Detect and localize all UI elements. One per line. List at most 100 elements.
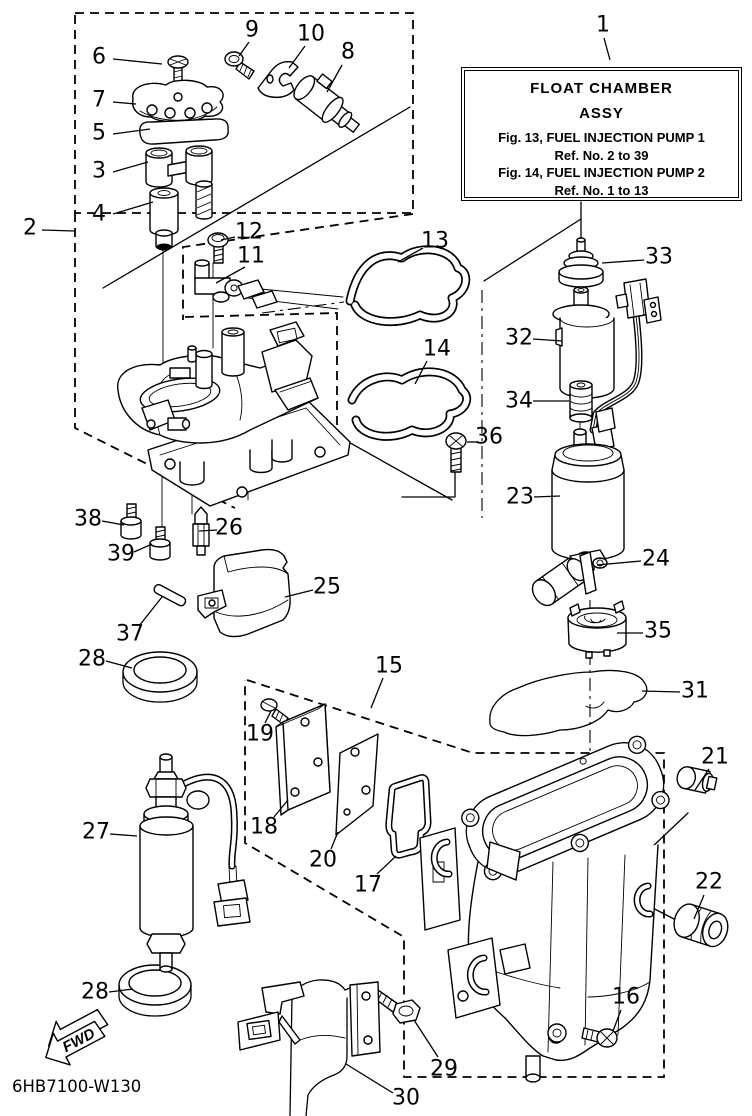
leader-line-24-23 — [596, 560, 642, 566]
callout-39-39: 39 — [107, 542, 135, 567]
fitting-26 — [192, 506, 210, 556]
leader-line-4-3 — [112, 201, 154, 215]
callout-37-37: 37 — [116, 622, 144, 647]
callout-15-14: 15 — [375, 654, 403, 679]
screw-12 — [207, 232, 229, 264]
stud-bolt — [195, 180, 213, 220]
screw-36 — [445, 432, 467, 473]
leader-line-30-30 — [345, 1063, 394, 1094]
callout-16-15: 16 — [612, 985, 640, 1010]
leader-line-37-37 — [138, 596, 163, 627]
callout-23-22: 23 — [506, 485, 534, 510]
pump-body — [117, 321, 351, 507]
leader-line-7-6 — [112, 101, 137, 105]
screw-9 — [224, 51, 255, 80]
gasket-5 — [139, 118, 229, 145]
leader-line-10-9 — [288, 45, 306, 69]
callout-8-7: 8 — [341, 40, 355, 65]
cover-25 — [197, 548, 291, 638]
callout-2-1: 2 — [23, 216, 37, 241]
callout-18-17: 18 — [250, 815, 278, 840]
callout-12-11: 12 — [235, 220, 263, 245]
float-chamber-housing — [419, 735, 670, 1083]
callout-24-23: 24 — [642, 547, 670, 572]
callout-4-3: 4 — [92, 202, 106, 227]
callout-30-30: 30 — [392, 1086, 420, 1111]
filter-32 — [552, 286, 615, 399]
callout-28-28: 28 — [81, 980, 109, 1005]
leader-line-6-5 — [112, 58, 163, 65]
cover-30 — [237, 979, 381, 1116]
screw-16 — [547, 1023, 618, 1048]
callout-1-0: 1 — [596, 13, 610, 38]
leader-line-26-25 — [198, 529, 218, 532]
leader-line-3-2 — [112, 161, 149, 173]
plate-20 — [335, 733, 379, 836]
gasket-17 — [385, 774, 432, 859]
bolt-29 — [373, 989, 421, 1024]
callout-36-36: 36 — [475, 425, 503, 450]
info-box-subtitle: ASSY — [579, 105, 624, 122]
callout-22-21: 22 — [695, 870, 723, 895]
leader-line-17-16 — [376, 855, 397, 875]
callout-3-2: 3 — [92, 159, 106, 184]
fwd-arrow: FWD — [45, 1008, 109, 1066]
fuel-pump-27 — [139, 753, 251, 973]
info-box: FLOAT CHAMBER ASSY Fig. 13, FUEL INJECTI… — [461, 67, 742, 201]
outlet-24 — [531, 549, 608, 607]
callout-29-29: 29 — [430, 1057, 458, 1082]
part-code: 6HB7100-W130 — [12, 1077, 141, 1096]
fuel-pump-23 — [551, 278, 662, 571]
leader-line-16-15 — [612, 1009, 622, 1032]
callout-9-8: 9 — [245, 18, 259, 43]
info-box-ref-line: Ref. No. 2 to 39 — [554, 147, 649, 163]
leader-line-5-4 — [112, 128, 151, 135]
callout-7-6: 7 — [92, 88, 106, 113]
plug-21 — [676, 766, 718, 794]
screw-38 — [120, 503, 142, 540]
leader-line-22-21 — [693, 894, 705, 920]
callout-21-20: 21 — [701, 745, 729, 770]
info-box-ref-line: Fig. 14, FUEL INJECTION PUMP 2 — [498, 165, 705, 180]
leader-line-20-19 — [330, 831, 339, 850]
callout-28-27: 28 — [78, 647, 106, 672]
leader-line-29-29 — [413, 1019, 439, 1058]
callout-26-25: 26 — [215, 516, 243, 541]
callout-14-13: 14 — [423, 337, 451, 362]
leader-line-19-18 — [264, 710, 272, 724]
callout-25-24: 25 — [313, 575, 341, 600]
leader-line-15-14 — [370, 677, 384, 709]
leader-line-21-20 — [694, 768, 710, 791]
leader-line-14-13 — [414, 360, 428, 385]
fork-10 — [257, 60, 299, 99]
spacer-4 — [149, 187, 179, 251]
leader-line-13-12 — [397, 247, 424, 263]
callout-35-35: 35 — [644, 619, 672, 644]
callout-20-19: 20 — [309, 848, 337, 873]
leader-line-38-38 — [101, 520, 125, 526]
strainer-35 — [567, 600, 627, 659]
callout-10-9: 10 — [297, 22, 325, 47]
callout-5-4: 5 — [92, 121, 106, 146]
leader-line-11-10 — [215, 266, 246, 284]
leader-line-28-28 — [108, 988, 134, 993]
screw-39 — [149, 526, 171, 561]
leader-line-25-24 — [284, 589, 314, 598]
gasket-31 — [489, 669, 648, 737]
grommet-22 — [673, 903, 729, 948]
filter-34 — [569, 380, 593, 423]
leader-line-8-7 — [326, 64, 343, 93]
callout-38-38: 38 — [74, 507, 102, 532]
hose-13 — [345, 245, 471, 327]
ring-28-top — [122, 651, 198, 703]
leader-line-23-22 — [533, 495, 561, 498]
leader-line-39-39 — [133, 543, 153, 553]
callout-11-10: 11 — [237, 244, 265, 269]
callout-27-26: 27 — [82, 820, 110, 845]
callout-33-33: 33 — [645, 245, 673, 270]
pin-37 — [153, 583, 187, 607]
callout-34-34: 34 — [505, 389, 533, 414]
leader-line-32-32 — [532, 338, 563, 342]
leader-line-33-33 — [601, 259, 645, 264]
